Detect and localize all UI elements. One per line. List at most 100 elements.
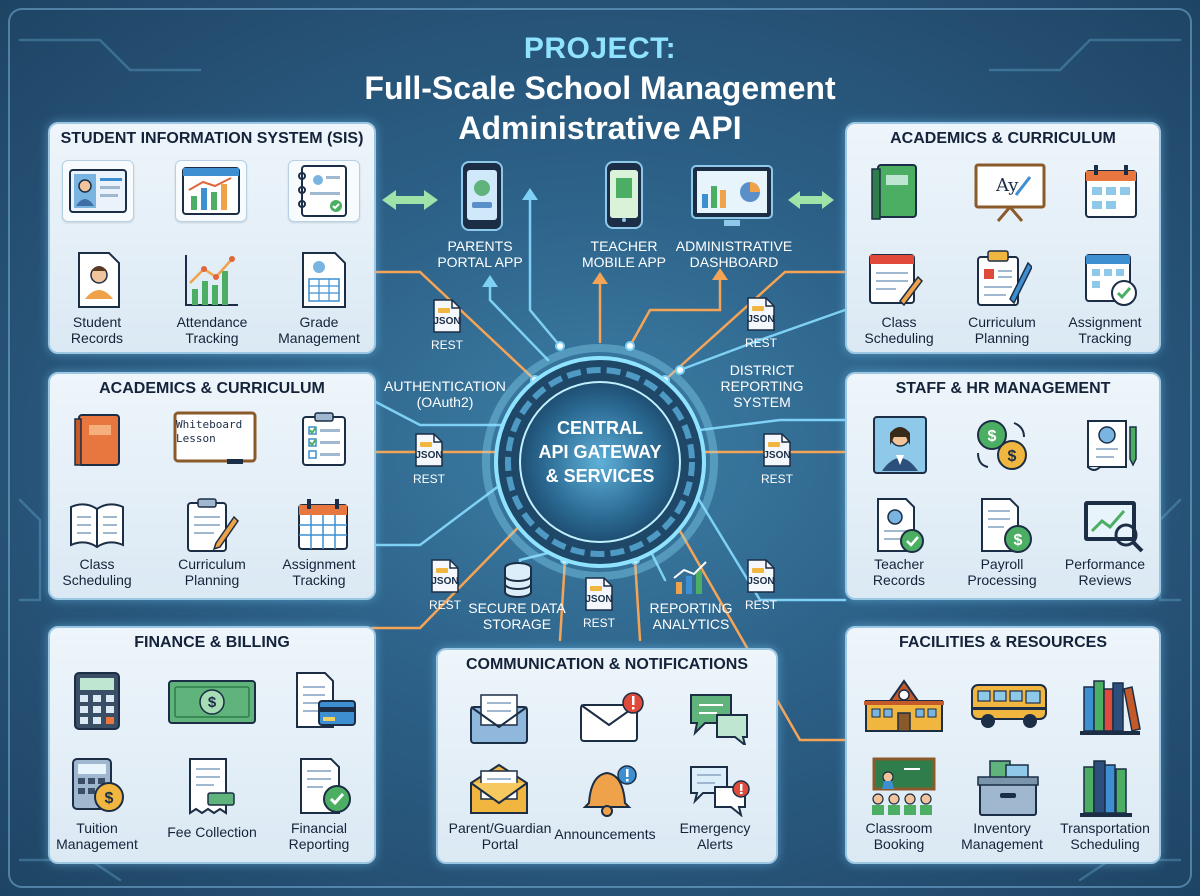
deco-circuit-6: [1158, 498, 1182, 602]
grade-sheet-icon: [302, 252, 346, 308]
rest-label: REST: [744, 336, 777, 350]
wire-analytics: [648, 548, 667, 582]
school-bus-icon: [971, 684, 1047, 728]
teacher-file-icon: [877, 498, 924, 553]
json-doc-text: JSON: [415, 450, 443, 461]
school-building-icon: [864, 679, 944, 732]
label-r-curr-2: Planning: [974, 330, 1030, 346]
tile-performance: [1077, 494, 1147, 554]
label-r-class-2: Scheduling: [864, 330, 934, 346]
hub-line-1: CENTRAL: [557, 418, 643, 438]
tile-open-envelope: [462, 688, 532, 748]
tile-calculator: [62, 668, 132, 730]
tile-assignment-check: [1075, 246, 1145, 306]
label-curr-plan-l2: Planning: [184, 572, 240, 588]
label-classroom-2: Booking: [873, 836, 925, 852]
tile-bell: [572, 758, 642, 818]
inventory-box-icon: [977, 760, 1039, 816]
tile-bookshelf: [1073, 674, 1143, 735]
label-transport-2: Scheduling: [1070, 836, 1140, 852]
panel-finance-title: FINANCE & BILLING: [134, 634, 290, 651]
parents-app-line-1: PARENTS: [447, 238, 513, 254]
json-doc-icon: JSON: [414, 432, 444, 468]
envelope-open-icon: [470, 763, 528, 814]
tile-book-stack: [1073, 754, 1143, 817]
tile-payroll: $: [971, 494, 1041, 554]
wire-comm-right: [633, 558, 642, 642]
chat-bubbles-icon: [690, 694, 748, 745]
certificate-icon: [1087, 420, 1137, 471]
label-transport-1: Transportation: [1060, 820, 1150, 836]
label-r-class-1: Class: [881, 314, 917, 330]
tile-cash: $: [162, 672, 258, 732]
wire-parents: [528, 196, 562, 348]
tile-textbook: [62, 408, 132, 468]
parents-app-line-2: PORTAL APP: [437, 254, 523, 270]
coins-exchange-icon: $$: [977, 420, 1027, 470]
json-doc-icon: JSON: [746, 296, 776, 332]
label-student-records-1: Student: [72, 314, 122, 330]
label-announcements: Announcements: [554, 826, 656, 842]
label-performance-1: Performance: [1064, 556, 1146, 572]
whiteboard-icon: [173, 411, 257, 464]
json-doc-icon: JSON: [430, 558, 460, 594]
label-tuition-1: Tuition: [76, 820, 118, 836]
label-parent-portal-2: Portal: [481, 836, 519, 852]
label-parent-portal-1: Parent/Guardian: [448, 820, 552, 836]
classroom-icon: [872, 757, 936, 815]
rest-label: REST: [428, 598, 461, 612]
wire-admin: [628, 276, 722, 348]
rest-label: REST: [430, 338, 463, 352]
tile-classroom: [859, 754, 945, 815]
svg-text:$: $: [988, 428, 997, 445]
panel-sis-title: STUDENT INFORMATION SYSTEM (SIS): [60, 130, 364, 147]
title-line-2: Full-Scale School Management: [364, 70, 836, 106]
teacher-app-line-1: TEACHER: [590, 238, 658, 254]
double-arrow-left: [382, 190, 438, 210]
tile-planning: [175, 494, 245, 554]
wire-auth: [370, 398, 527, 427]
storage-label-line-2: STORAGE: [482, 616, 552, 632]
student-profile-card-icon: [69, 169, 127, 213]
calendar-done-icon: [1085, 254, 1137, 306]
tile-easel-board: Ay: [965, 160, 1049, 222]
label-student-records-2: Records: [70, 330, 124, 346]
wire-parents-2: [488, 283, 550, 362]
label-attendance-1: Attendance: [176, 314, 248, 330]
label-classroom-1: Classroom: [865, 820, 933, 836]
district-label-line-3: SYSTEM: [733, 394, 791, 410]
calendar-check-icon: [869, 254, 923, 307]
tile-inventory-box: [971, 756, 1041, 816]
book-icon: [74, 414, 120, 466]
calculator-icon: [74, 672, 120, 730]
wire-acad-left-2: [370, 468, 522, 547]
performance-monitor-icon: [1084, 501, 1144, 553]
district-label-line-2: REPORTING: [720, 378, 804, 394]
title-line-3: Administrative API: [458, 110, 742, 146]
line-chart-icon: [185, 255, 238, 306]
analytics-chart-icon: [673, 561, 707, 594]
wire-district: [678, 308, 847, 372]
wire-staff-2: [688, 483, 847, 602]
deco-circuit-1: [18, 38, 202, 72]
admin-dashboard-line-2: DASHBOARD: [689, 254, 779, 270]
panel-staff-hr: STAFF & HR MANAGEMENT $$ $ Teacher Recor…: [845, 372, 1161, 600]
label-inventory-2: Management: [961, 836, 1043, 852]
tile-school-bus: [963, 676, 1049, 736]
tile-checklist: [288, 408, 358, 468]
analytics-label-line-2: ANALYTICS: [652, 616, 730, 632]
books-stack-icon: [1080, 760, 1132, 817]
svg-text:$: $: [1008, 448, 1017, 465]
tile-staff-portrait: [865, 412, 935, 474]
json-doc-text: JSON: [747, 314, 775, 325]
wire-facilities: [663, 503, 847, 742]
svg-text:$: $: [105, 790, 114, 807]
wire-acad-right: [663, 270, 847, 382]
parents-phone-icon: [461, 161, 503, 231]
json-doc-text: JSON: [747, 576, 775, 587]
admin-dashboard-line-1: ADMINISTRATIVE: [675, 238, 793, 254]
report-check-icon: [300, 758, 351, 814]
label-fin-report-2: Reporting: [288, 836, 350, 852]
title-project: PROJECT:: [523, 32, 677, 65]
hub-line-2: API GATEWAY: [538, 442, 662, 462]
